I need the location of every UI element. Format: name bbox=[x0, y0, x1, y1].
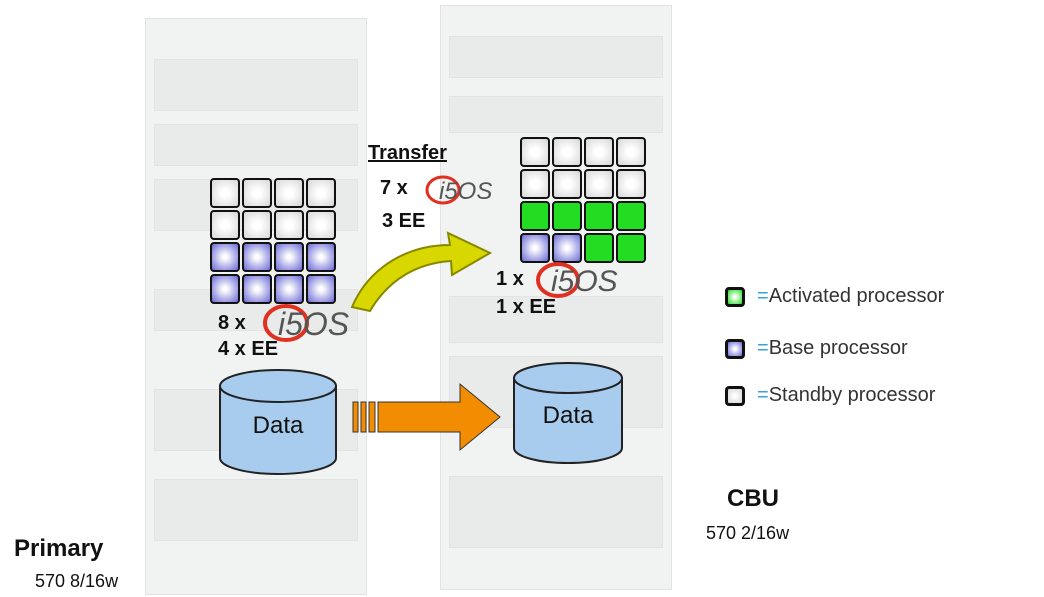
primary-data-cylinder: Data bbox=[218, 368, 338, 478]
legend-swatch-standby bbox=[725, 385, 745, 406]
primary-system-model: 570 8/16w bbox=[35, 571, 119, 591]
legend-text: Base processor bbox=[768, 337, 908, 359]
standby-processor-cell bbox=[616, 137, 646, 167]
legend-text: Standby processor bbox=[768, 384, 936, 406]
cbu-os-count: 1 x bbox=[496, 268, 524, 290]
rack-unit bbox=[449, 476, 663, 548]
primary-data-label: Data bbox=[252, 412, 304, 439]
rack-unit bbox=[154, 59, 358, 111]
legend-equals: = bbox=[757, 285, 769, 307]
cbu-data-cylinder: Data bbox=[512, 362, 624, 466]
i5os-logo-transfer: i5OS bbox=[425, 173, 495, 207]
logo-text: i5OS bbox=[551, 265, 618, 298]
activated-processor-cell bbox=[584, 201, 614, 231]
primary-os-count: 8 x bbox=[218, 312, 246, 334]
cbu-processor-grid bbox=[520, 137, 646, 263]
base-processor-cell bbox=[274, 274, 304, 304]
legend-item-standby: =Standby processor bbox=[725, 384, 935, 407]
base-processor-cell bbox=[552, 233, 582, 263]
base-processor-cell bbox=[210, 274, 240, 304]
primary-ee: 4 x EE bbox=[218, 338, 279, 360]
standby-processor-cell bbox=[584, 169, 614, 199]
standby-processor-cell bbox=[242, 210, 272, 240]
legend-swatch-base bbox=[725, 338, 745, 359]
logo-text: i5OS bbox=[439, 178, 492, 205]
legend-label: =Base processor bbox=[757, 337, 908, 360]
transfer-arrow bbox=[350, 231, 493, 313]
standby-processor-cell bbox=[616, 169, 646, 199]
rack-unit bbox=[449, 36, 663, 78]
rack-unit bbox=[154, 124, 358, 166]
legend-item-base: =Base processor bbox=[725, 337, 908, 360]
i5os-logo-cbu: i5OS bbox=[536, 260, 626, 300]
data-replication-arrow bbox=[352, 382, 501, 452]
rack-unit bbox=[449, 296, 663, 343]
i5os-logo-primary: i5OS bbox=[262, 302, 357, 344]
primary-system-name: Primary bbox=[14, 535, 104, 562]
transfer-title: Transfer bbox=[368, 142, 447, 164]
base-processor-cell bbox=[274, 242, 304, 272]
base-processor-cell bbox=[306, 242, 336, 272]
transfer-ee: 3 EE bbox=[382, 210, 426, 232]
cbu-data-label: Data bbox=[542, 402, 594, 429]
standby-processor-cell bbox=[552, 137, 582, 167]
cbu-system-name: CBU bbox=[727, 485, 779, 512]
standby-processor-cell bbox=[210, 178, 240, 208]
standby-processor-cell bbox=[274, 178, 304, 208]
cbu-system-model: 570 2/16w bbox=[706, 523, 790, 543]
standby-processor-cell bbox=[584, 137, 614, 167]
legend-label: =Activated processor bbox=[757, 285, 944, 308]
legend-item-activated: =Activated processor bbox=[725, 285, 944, 308]
standby-processor-cell bbox=[210, 210, 240, 240]
activated-processor-cell bbox=[552, 201, 582, 231]
rack-unit bbox=[154, 479, 358, 541]
standby-processor-cell bbox=[306, 210, 336, 240]
standby-processor-cell bbox=[274, 210, 304, 240]
cbu-ee: 1 x EE bbox=[496, 296, 557, 318]
standby-processor-cell bbox=[306, 178, 336, 208]
standby-processor-cell bbox=[520, 169, 550, 199]
standby-processor-cell bbox=[242, 178, 272, 208]
cbu-rack bbox=[440, 5, 672, 590]
base-processor-cell bbox=[520, 233, 550, 263]
logo-text: i5OS bbox=[278, 306, 349, 342]
base-processor-cell bbox=[210, 242, 240, 272]
activated-processor-cell bbox=[616, 233, 646, 263]
standby-processor-cell bbox=[552, 169, 582, 199]
rack-unit bbox=[449, 96, 663, 133]
base-processor-cell bbox=[242, 274, 272, 304]
legend-swatch-activated bbox=[725, 286, 745, 307]
legend-label: =Standby processor bbox=[757, 384, 935, 407]
base-processor-cell bbox=[242, 242, 272, 272]
activated-processor-cell bbox=[520, 201, 550, 231]
legend-text: Activated processor bbox=[768, 285, 945, 307]
legend-equals: = bbox=[757, 384, 769, 406]
primary-processor-grid bbox=[210, 178, 336, 304]
transfer-os-count: 7 x bbox=[380, 177, 408, 199]
activated-processor-cell bbox=[616, 201, 646, 231]
base-processor-cell bbox=[306, 274, 336, 304]
activated-processor-cell bbox=[584, 233, 614, 263]
standby-processor-cell bbox=[520, 137, 550, 167]
legend-equals: = bbox=[757, 337, 769, 359]
